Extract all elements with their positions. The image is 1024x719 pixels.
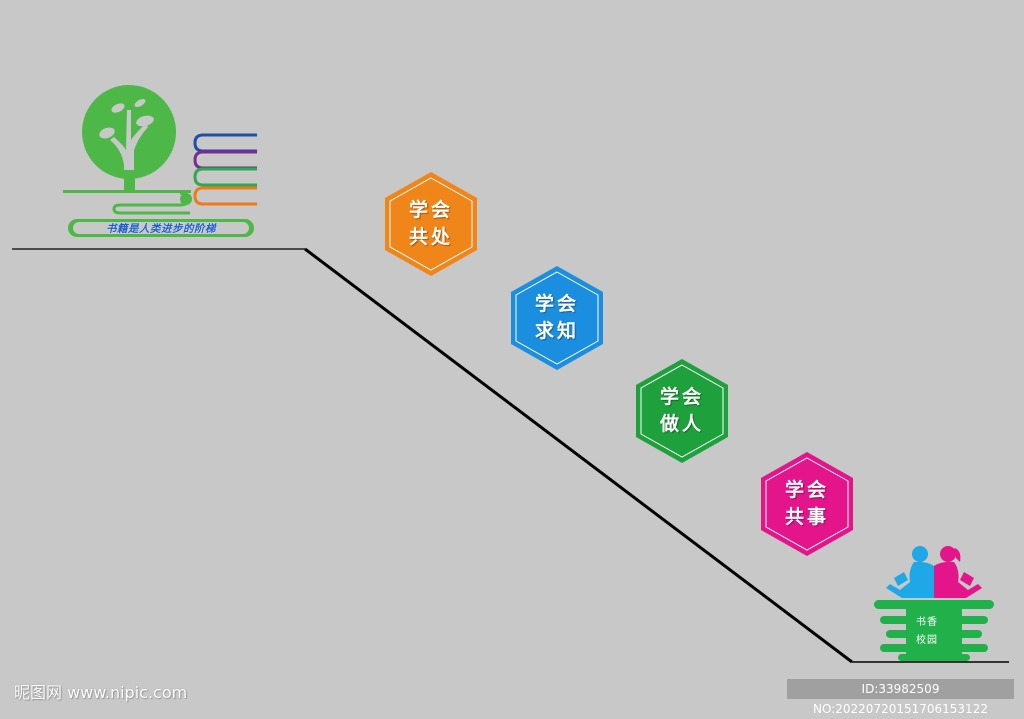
slogan-text: 书籍是人类进步的阶梯 — [106, 222, 216, 235]
step-1-line2: 共处 — [408, 226, 453, 248]
step-3-line1: 学会 — [659, 386, 704, 408]
step-4-line2: 共事 — [784, 506, 829, 528]
step-hexagon-4: 学会 共事 — [761, 452, 853, 556]
tree-icon — [63, 85, 192, 215]
campus-line2: 校园 — [916, 635, 938, 646]
books-stack-icon — [193, 133, 257, 206]
step-1-line1: 学会 — [408, 199, 453, 221]
reading-kids-icon — [874, 546, 994, 661]
step-4-line1: 学会 — [784, 479, 829, 501]
campus-line1: 书香 — [916, 617, 938, 628]
step-hexagon-2: 学会 求知 — [511, 266, 603, 370]
step-hexagon-3: 学会 做人 — [636, 359, 728, 463]
site-watermark: 昵图网 www.nipic.com — [14, 683, 188, 702]
step-2-line1: 学会 — [534, 293, 579, 315]
step-hexagon-1: 学会 共处 — [385, 172, 477, 276]
step-2-line2: 求知 — [534, 320, 579, 342]
slogan-badge: 书籍是人类进步的阶梯 — [68, 219, 254, 237]
tree-books-logo: 书籍是人类进步的阶梯 — [0, 0, 280, 250]
step-3-line2: 做人 — [659, 413, 704, 435]
campus-reading-logo: 书香 校园 — [870, 540, 1000, 665]
image-id-watermark: ID:33982509 NO:20220720151706153122 — [787, 679, 1014, 716]
